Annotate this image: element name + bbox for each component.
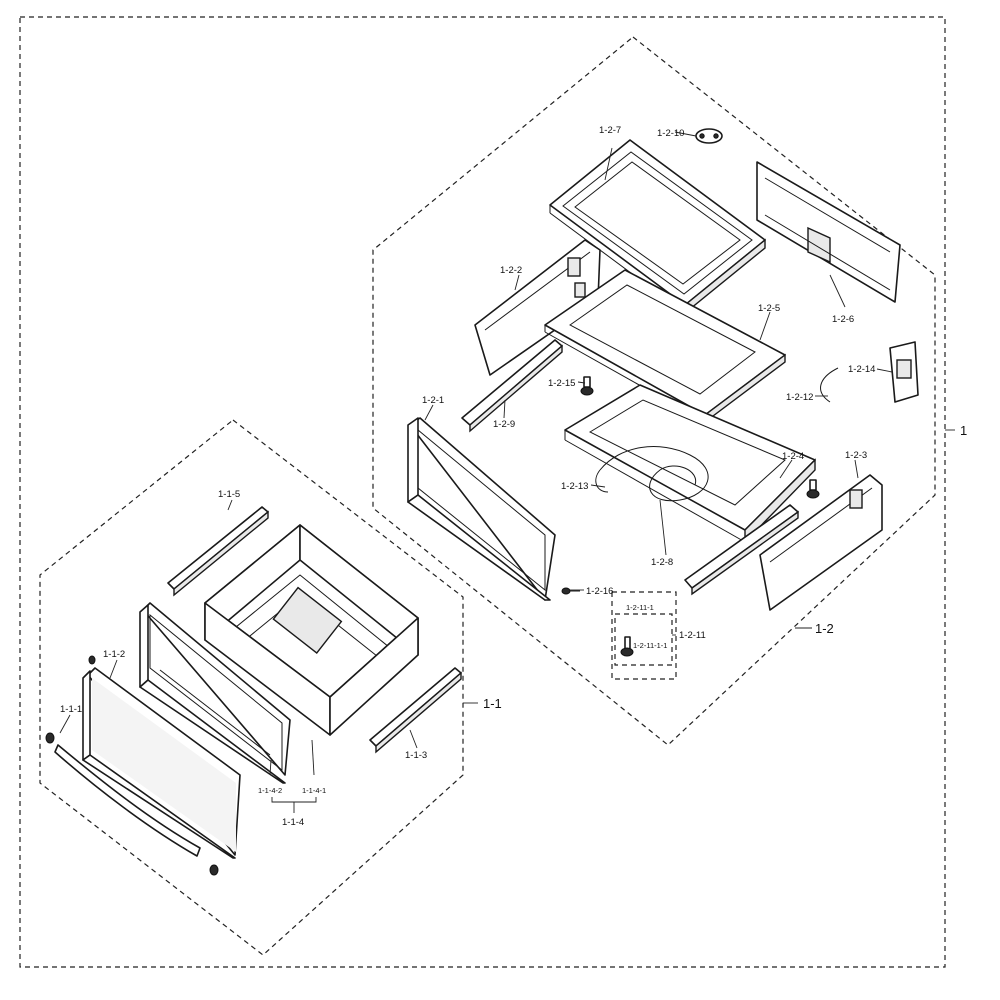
callout-1-2-9: 1-2-9 [493,419,515,430]
callout-1-2-11-1-1: 1-2-11-1-1 [633,641,667,650]
callout-1-1-3: 1-1-3 [405,750,427,761]
part-1-2-12-wire [820,367,839,403]
assembly-1-frame [19,16,946,968]
callout-1-2-6: 1-2-6 [832,314,854,325]
callout-1-2-11: 1-2-11 [679,630,706,641]
callout-1-2-10: 1-2-10 [657,128,684,139]
callout-1-1-4: 1-1-4 [282,817,304,828]
callout-1-1-4-1: 1-1-4-1 [302,786,326,795]
callout-1-1-1: 1-1-1 [60,704,82,715]
callout-1-2-5: 1-2-5 [758,303,780,314]
callout-1-2-11-1: 1-2-11-1 [626,603,654,612]
part-right-slide-rail [684,504,799,596]
callout-1-2: 1-2 [815,621,834,636]
assembly-1-2-frame [372,36,936,746]
callout-1-2-13: 1-2-13 [561,481,588,492]
part-1-2-1-front-frame [407,417,556,601]
callout-1-2-12: 1-2-12 [786,392,813,403]
assembly-1-1-frame [39,419,464,956]
callout-1-2-1: 1-2-1 [422,395,444,406]
part-1-2-13-element-lead [595,469,609,493]
part-1-2-4-chassis [564,384,816,544]
part-1-2-6-rear-panel [756,161,901,303]
part-1-1-2-drawer-panel [82,667,241,859]
part-1-2-10-grommet [695,128,723,144]
part-1-2-9-left-rail [461,339,563,433]
part-1-1-1-handle [45,655,219,876]
callout-1-2-7: 1-2-7 [599,125,621,136]
callout-1-1-5: 1-1-5 [218,489,240,500]
part-1-2-15-bolt [580,376,594,396]
part-1-1-3-right-rail [369,667,462,754]
part-drawer-box [204,524,419,736]
part-1-1-4-drawer-front-frame [139,602,291,784]
callout-1-2-15: 1-2-15 [548,378,575,389]
leader-lines [59,131,955,813]
part-1-2-3-right-bracket [759,474,883,611]
callout-1-1-4-2: 1-1-4-2 [258,786,282,795]
callout-1-2-4: 1-2-4 [782,451,804,462]
callout-1-2-3: 1-2-3 [845,450,867,461]
callout-1: 1 [960,423,967,438]
assembly-1-2-11-1-frame [614,613,673,666]
part-1-2-11-1-1-leveling-leg [620,636,634,657]
part-1-1-5-rear-rail [167,506,269,597]
callout-1-2-16: 1-2-16 [586,586,613,597]
callout-1-2-8: 1-2-8 [651,557,673,568]
assembly-1-2-11-frame [611,591,677,680]
part-1-2-16-screw [561,587,580,595]
callout-1-1: 1-1 [483,696,502,711]
part-1-2-8-heating-element [599,446,709,502]
callout-1-1-2: 1-1-2 [103,649,125,660]
callout-1-2-2: 1-2-2 [500,265,522,276]
callout-1-2-14: 1-2-14 [848,364,875,375]
part-bolt-right [806,479,820,499]
part-1-2-2-left-bracket [474,239,601,376]
part-1-2-14-bracket [889,341,919,403]
